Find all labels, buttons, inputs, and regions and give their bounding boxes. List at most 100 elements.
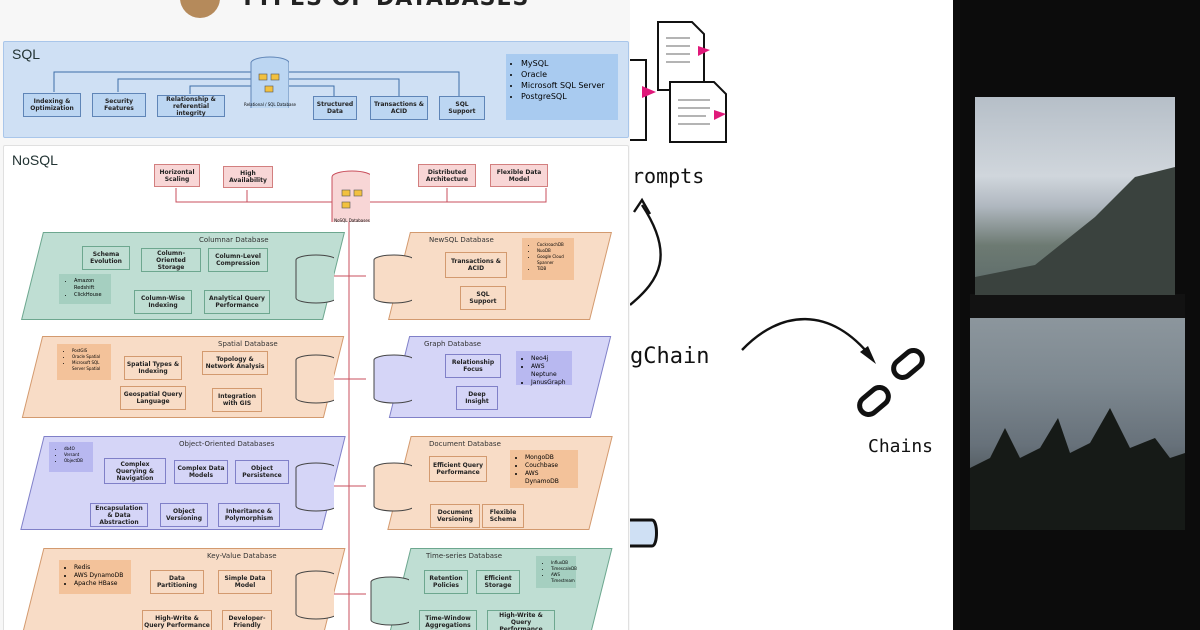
- oo-title: Object-Oriented Databases: [179, 440, 275, 448]
- columnar-feature-3: Column-Level Compression: [208, 248, 268, 272]
- sql-connectors: [53, 71, 460, 97]
- newsql-title: NewSQL Database: [429, 236, 494, 244]
- prompts-label: rompts: [632, 164, 705, 188]
- spatial-feature-2: Topology & Network Analysis: [202, 351, 268, 375]
- sql-example-item: PostgreSQL: [521, 91, 613, 102]
- keyvalue-example-item: Apache HBase: [74, 580, 126, 588]
- timeseries-feature-3: Time-Window Aggregations: [419, 610, 477, 630]
- keyvalue-feature-4: Developer-Friendly: [222, 610, 272, 630]
- sql-feature-4: Structured Data: [313, 96, 357, 120]
- keyvalue-example-item: AWS DynamoDB: [74, 572, 126, 580]
- document-db-icon: [373, 462, 412, 512]
- document-feature-1: Efficient Query Performance: [429, 456, 487, 482]
- oo-feature-4: Encapsulation & Data Abstraction: [90, 503, 148, 527]
- document-examples: MongoDB Couchbase AWS DynamoDB: [510, 450, 578, 488]
- chains-label: Chains: [868, 436, 934, 457]
- graph-title: Graph Database: [424, 340, 482, 348]
- mountain-silhouette: [975, 167, 1175, 295]
- newsql-db-icon: [373, 254, 412, 304]
- oo-db-icon: [295, 462, 334, 512]
- graph-examples: Neo4j AWS Neptune JanusGraph: [516, 351, 572, 387]
- spatial-example-item: Microsoft SQL Server Spatial: [72, 360, 106, 372]
- spatial-example-item: Oracle Spatial: [72, 354, 106, 360]
- newsql-example-item: Google Cloud Spanner: [537, 254, 569, 266]
- keyvalue-example-item: Redis: [74, 564, 126, 572]
- graph-example-item: AWS Neptune: [531, 363, 567, 379]
- nosql-panel: NoSQL NoSQL: [3, 145, 629, 630]
- columnar-example-item: ClickHouse: [74, 292, 106, 299]
- timeseries-example-item: TimescaleDB: [551, 566, 577, 572]
- newsql-feature-2: SQL Support: [460, 286, 506, 310]
- oo-feature-3: Object Persistence: [235, 460, 289, 484]
- columnar-title: Columnar Database: [199, 236, 269, 244]
- sql-feature-2: Security Features: [92, 93, 146, 117]
- nosql-cylinder-icon: [331, 170, 370, 222]
- document-feature-3: Flexible Schema: [482, 504, 524, 528]
- newsql-example-item: NuoDB: [537, 248, 569, 254]
- oo-example-item: Versant: [64, 452, 88, 458]
- sql-example-item: Oracle: [521, 69, 613, 80]
- columnar-db-icon: [295, 254, 334, 304]
- document-example-item: Couchbase: [525, 462, 573, 470]
- oo-feature-6: Inheritance & Polymorphism: [218, 503, 280, 527]
- newsql-examples: CockroachDB NuoDB Google Cloud Spanner T…: [522, 238, 574, 280]
- columnar-feature-4: Column-Wise Indexing: [134, 290, 192, 314]
- spatial-example-item: PostGIS: [72, 348, 106, 354]
- trees-silhouette: [970, 408, 1185, 530]
- sql-examples: MySQL Oracle Microsoft SQL Server Postgr…: [506, 54, 618, 120]
- graph-db-icon: [373, 354, 412, 404]
- spatial-title: Spatial Database: [218, 340, 278, 348]
- timeseries-feature-2: Efficient Storage: [476, 570, 520, 594]
- oo-examples: db4O Versant ObjectDB: [49, 442, 93, 472]
- diagram-title: TYPES OF DATABASES: [240, 0, 529, 11]
- langchain-label: gChain: [630, 344, 710, 369]
- nosql-top-feature-2: High Availability: [223, 166, 273, 188]
- timeseries-example-item: AWS Timestream: [551, 572, 575, 584]
- gear-icon: [180, 0, 220, 18]
- sql-panel: SQL Relational / SQL Database Indexing &…: [3, 41, 629, 138]
- sql-example-item: Microsoft SQL Server: [521, 80, 613, 91]
- graph-example-item: Neo4j: [531, 355, 567, 363]
- spatial-db-icon: [295, 354, 334, 404]
- timeseries-example-item: InfluxDB: [551, 560, 571, 566]
- sql-feature-5: Transactions & ACID: [370, 96, 428, 120]
- timeseries-db-icon: [370, 576, 409, 626]
- keyvalue-feature-1: Data Partitioning: [150, 570, 204, 594]
- document-example-item: MongoDB: [525, 454, 573, 462]
- timeseries-examples: InfluxDB TimescaleDB AWS Timestream: [536, 556, 577, 588]
- newsql-example-item: CockroachDB: [537, 242, 569, 248]
- oo-feature-5: Object Versioning: [160, 503, 208, 527]
- sql-center-label: Relational / SQL Database: [244, 102, 297, 107]
- columnar-feature-1: Schema Evolution: [82, 246, 130, 270]
- spatial-feature-1: Spatial Types & Indexing: [124, 356, 182, 380]
- keyvalue-feature-3: High-Write & Query Performance: [142, 610, 212, 630]
- sql-feature-1: Indexing & Optimization: [23, 93, 81, 117]
- newsql-feature-1: Transactions & ACID: [445, 252, 507, 278]
- columnar-feature-5: Analytical Query Performance: [204, 290, 270, 314]
- timeseries-title: Time-series Database: [426, 552, 503, 560]
- timeseries-feature-4: High-Write & Query Performance: [487, 610, 555, 630]
- sql-feature-3: Relationship & referential integrity: [157, 95, 225, 117]
- columnar-example-item: Amazon Redshift: [74, 278, 106, 292]
- sql-feature-6: SQL Support: [439, 96, 485, 120]
- nosql-center-label: NoSQL Databases: [334, 218, 370, 223]
- window-mullion: [970, 294, 1185, 318]
- document-example-item: AWS DynamoDB: [525, 470, 573, 486]
- graph-example-item: JanusGraph: [531, 379, 567, 387]
- oo-feature-1: Complex Querying & Navigation: [104, 458, 166, 484]
- spatial-examples: PostGIS Oracle Spatial Microsoft SQL Ser…: [57, 344, 111, 380]
- langchain-sketch: rompts gChain Chains: [630, 0, 953, 630]
- oo-example-item: ObjectDB: [64, 458, 88, 464]
- document-feature-2: Document Versioning: [430, 504, 480, 528]
- newsql-example-item: TiDB: [537, 266, 569, 272]
- nosql-top-feature-1: Horizontal Scaling: [154, 164, 200, 187]
- keyvalue-db-icon: [295, 570, 334, 620]
- columnar-feature-2: Column-Oriented Storage: [141, 248, 201, 272]
- oo-feature-2: Complex Data Models: [174, 460, 228, 484]
- database-cylinder-icon: [250, 56, 289, 108]
- keyvalue-examples: Redis AWS DynamoDB Apache HBase: [59, 560, 131, 594]
- keyvalue-feature-2: Simple Data Model: [218, 570, 272, 594]
- timeseries-feature-1: Retention Policies: [424, 570, 468, 594]
- spatial-feature-4: Integration with GIS: [212, 388, 262, 412]
- graph-feature-2: Deep Insight: [456, 386, 498, 410]
